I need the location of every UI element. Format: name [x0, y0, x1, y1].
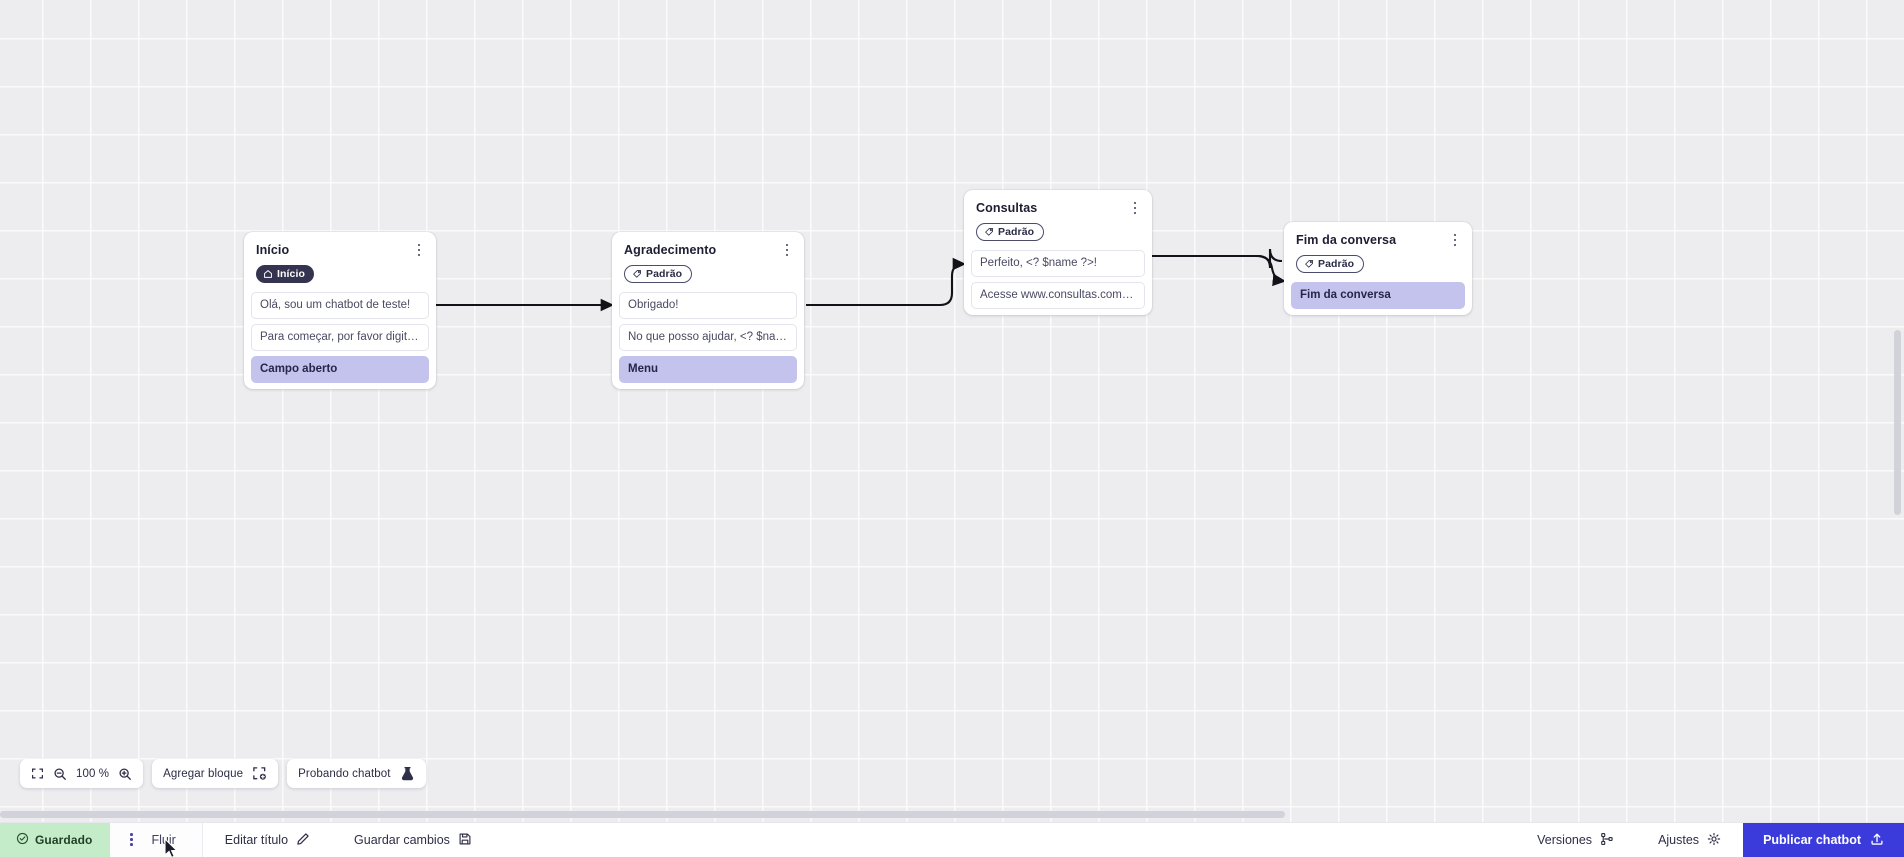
- node-messages: Fim da conversa: [1284, 282, 1472, 309]
- badge-start[interactable]: Início: [256, 265, 315, 283]
- edit-title-label: Editar título: [224, 833, 289, 847]
- badge-label: Padrão: [998, 226, 1035, 238]
- vertical-scrollbar[interactable]: [1894, 0, 1901, 822]
- flask-icon: [400, 766, 415, 781]
- edge-consultas-fim-tail: [1152, 254, 1287, 287]
- settings-label: Ajustes: [1658, 833, 1700, 847]
- add-block-icon: [252, 766, 267, 781]
- canvas-toolbar: 100 % Agregar bloque: [20, 759, 426, 788]
- badge-label: Início: [277, 268, 306, 280]
- edit-title-button[interactable]: Editar título: [203, 823, 332, 857]
- node-menu-button[interactable]: [1448, 231, 1462, 249]
- tag-icon: [632, 269, 642, 279]
- message-bubble[interactable]: Obrigado!: [619, 292, 797, 319]
- node-header: Início: [244, 232, 436, 259]
- zoom-out-icon[interactable]: [53, 767, 67, 781]
- flow-canvas[interactable]: Início Início Olá, sou um chatbot de tes…: [0, 0, 1904, 822]
- node-menu-button[interactable]: [412, 241, 426, 259]
- badge-label: Padrão: [646, 268, 683, 280]
- node-title: Início: [256, 243, 290, 257]
- node-title: Agradecimento: [624, 243, 717, 257]
- add-block-label: Agregar bloque: [163, 767, 244, 780]
- node-title: Fim da conversa: [1296, 233, 1397, 247]
- flow-node-fim-da-conversa[interactable]: Fim da conversa Padrão Fim da conversa: [1284, 222, 1472, 315]
- test-chatbot-label: Probando chatbot: [298, 767, 391, 780]
- node-badges: Padrão: [612, 259, 804, 292]
- fit-screen-icon[interactable]: [31, 767, 44, 780]
- versions-button[interactable]: Versiones: [1515, 823, 1636, 857]
- node-messages: Obrigado! No que posso ajudar, <? $name …: [612, 292, 804, 383]
- bottom-bar-spacer: [494, 823, 1515, 857]
- saved-label: Guardado: [35, 833, 93, 847]
- node-header: Agradecimento: [612, 232, 804, 259]
- horizontal-scrollbar-thumb[interactable]: [0, 811, 1285, 818]
- flow-node-inicio[interactable]: Início Início Olá, sou um chatbot de tes…: [244, 232, 436, 389]
- save-changes-label: Guardar cambios: [354, 833, 450, 847]
- message-bubble[interactable]: Perfeito, <? $name ?>!: [971, 250, 1145, 277]
- zoom-level: 100 %: [76, 767, 110, 780]
- action-bubble[interactable]: Menu: [619, 356, 797, 383]
- branch-icon: [1600, 832, 1614, 849]
- flow-node-consultas[interactable]: Consultas Padrão Perfeito, <? $name ?>! …: [964, 190, 1152, 315]
- add-block-button[interactable]: Agregar bloque: [152, 759, 279, 788]
- publish-chatbot-button[interactable]: Publicar chatbot: [1743, 823, 1904, 857]
- node-messages: Olá, sou um chatbot de teste! Para começ…: [244, 292, 436, 383]
- connector-layer: [436, 248, 1287, 312]
- versions-label: Versiones: [1537, 833, 1593, 847]
- tag-icon: [1304, 259, 1314, 269]
- floppy-icon: [458, 832, 472, 849]
- action-bubble[interactable]: Fim da conversa: [1291, 282, 1465, 309]
- settings-button[interactable]: Ajustes: [1636, 823, 1743, 857]
- badge-default[interactable]: Padrão: [976, 223, 1045, 241]
- node-badges: Padrão: [964, 217, 1152, 250]
- tag-icon: [984, 227, 994, 237]
- edge-agradecimento-consultas: [806, 257, 967, 307]
- node-header: Fim da conversa: [1284, 222, 1472, 249]
- saved-status-badge: Guardado: [0, 823, 111, 857]
- vertical-scrollbar-thumb[interactable]: [1894, 330, 1901, 515]
- message-bubble[interactable]: Para começar, por favor digite o ...: [251, 324, 429, 351]
- home-icon: [263, 269, 273, 279]
- node-title: Consultas: [976, 201, 1038, 215]
- node-badges: Padrão: [1284, 249, 1472, 282]
- pencil-icon: [296, 832, 310, 849]
- publish-label: Publicar chatbot: [1763, 833, 1861, 847]
- zoom-in-icon[interactable]: [118, 767, 132, 781]
- edge-consultas-fim: [1152, 248, 1283, 269]
- horizontal-scrollbar[interactable]: [0, 811, 1904, 818]
- flow-node-agradecimento[interactable]: Agradecimento Padrão Obrigado! No que po…: [612, 232, 804, 389]
- badge-default[interactable]: Padrão: [1296, 255, 1365, 273]
- zoom-controls: 100 %: [20, 759, 144, 788]
- upload-icon: [1870, 832, 1884, 849]
- test-chatbot-button[interactable]: Probando chatbot: [287, 759, 426, 788]
- badge-default[interactable]: Padrão: [624, 265, 693, 283]
- message-bubble[interactable]: Olá, sou um chatbot de teste!: [251, 292, 429, 319]
- flow-tab-menu-button[interactable]: [124, 831, 138, 849]
- node-header: Consultas: [964, 190, 1152, 217]
- bottom-bar: Guardado Fluir Editar título Guardar cam…: [0, 822, 1904, 857]
- badge-label: Padrão: [1318, 258, 1355, 270]
- save-changes-button[interactable]: Guardar cambios: [332, 823, 494, 857]
- tab-fluir-label: Fluir: [151, 833, 176, 847]
- check-circle-icon: [16, 832, 29, 848]
- action-bubble[interactable]: Campo aberto: [251, 356, 429, 383]
- node-menu-button[interactable]: [780, 241, 794, 259]
- tab-fluir[interactable]: Fluir: [110, 823, 203, 857]
- node-messages: Perfeito, <? $name ?>! Acesse www.consul…: [964, 250, 1152, 309]
- message-bubble[interactable]: No que posso ajudar, <? $name ...: [619, 324, 797, 351]
- message-bubble[interactable]: Acesse www.consultas.com par...: [971, 282, 1145, 309]
- node-menu-button[interactable]: [1128, 199, 1142, 217]
- gear-icon: [1707, 832, 1721, 849]
- node-badges: Início: [244, 259, 436, 292]
